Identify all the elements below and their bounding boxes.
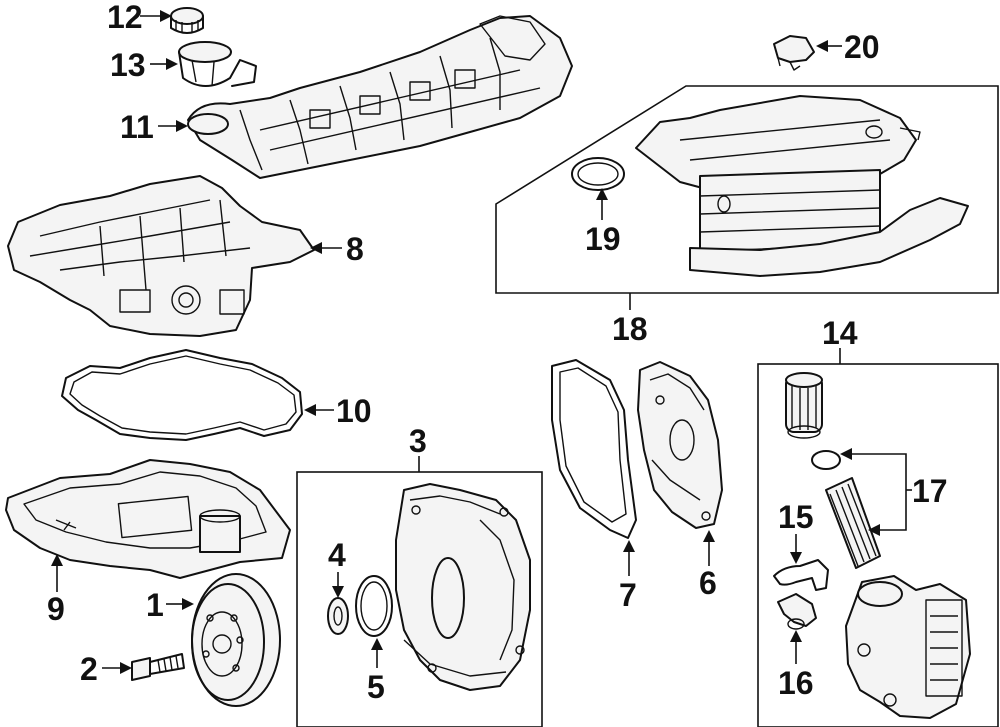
group-box-14 (757, 363, 999, 727)
part-3-front-cover (395, 483, 531, 691)
part-14-oil-filter-cartridge (785, 372, 823, 439)
part-10-oil-pan-gasket (61, 349, 303, 441)
part-7-cover-gasket (551, 359, 637, 539)
part-16-fitting (777, 593, 817, 630)
callout-15: 15 (778, 499, 814, 535)
callout-18: 18 (612, 311, 648, 347)
part-20-sensor (773, 35, 815, 71)
part-17-oil-filter-element (825, 477, 881, 569)
part-12-filler-cap (170, 7, 204, 34)
group-box-18 (495, 85, 999, 294)
part-9-lower-oil-pan (5, 459, 291, 579)
part-13-filler-neck (178, 41, 257, 87)
callout-20: 20 (844, 29, 880, 65)
callout-11: 11 (120, 109, 154, 145)
part-15-hose (773, 559, 829, 591)
part-6-timing-case-cover (637, 361, 723, 529)
callout-5: 5 (367, 669, 385, 705)
part-1-vibration-damper (191, 573, 281, 707)
callout-4: 4 (328, 537, 346, 573)
part-8-upper-oil-pan (7, 175, 315, 337)
leader-lines (51, 10, 912, 674)
callout-14: 14 (822, 315, 858, 351)
callout-3: 3 (409, 423, 427, 459)
part-2-bolt (131, 653, 185, 681)
part-14-oil-filter-housing (845, 575, 971, 719)
part-5-o-ring (355, 575, 393, 637)
callout-6: 6 (699, 565, 717, 601)
callout-1: 1 (146, 587, 164, 623)
part-4-seal (327, 597, 349, 635)
callout-13: 13 (110, 47, 146, 83)
callout-10: 10 (336, 393, 372, 429)
callout-8: 8 (346, 231, 364, 267)
callout-12: 12 (107, 0, 143, 35)
callout-2: 2 (80, 651, 98, 687)
part-17-oil-filter-seal (811, 450, 841, 470)
part-18-oil-cooler (635, 95, 969, 277)
callout-16: 16 (778, 665, 814, 701)
part-19-seal-ring (571, 157, 625, 191)
callout-19: 19 (585, 221, 621, 257)
callout-9: 9 (47, 591, 65, 627)
callout-7: 7 (619, 577, 637, 613)
part-11-cylinder-head-cover (187, 15, 573, 179)
callout-17: 17 (912, 473, 948, 509)
